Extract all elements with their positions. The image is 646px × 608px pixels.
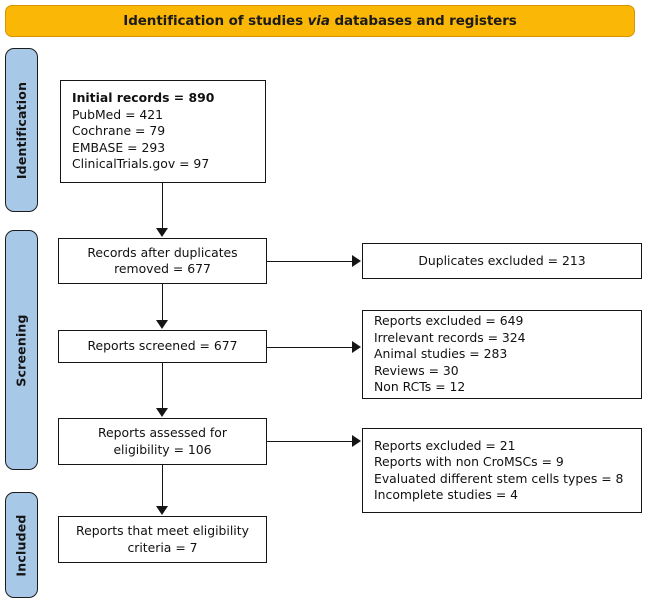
diagram-header-title: Identification of studies via databases … [123, 13, 517, 29]
arrowhead-right-icon [352, 435, 361, 447]
reports-assessed-line1: Reports assessed for [98, 425, 227, 440]
header-text-before: Identification of studies [123, 13, 308, 29]
box-reports-screened: Reports screened = 677 [58, 330, 267, 363]
header-text-after: databases and registers [329, 13, 517, 29]
records-after-duplicates-line1: Records after duplicates [87, 244, 238, 260]
initial-records-source-cochrane: Cochrane = 79 [72, 123, 166, 139]
arrowhead-down-icon [156, 408, 168, 417]
box-screening-exclusions: Reports excluded = 649 Irrelevant record… [362, 310, 642, 399]
arrowhead-right-icon [352, 341, 361, 353]
screening-excluded-reason-nonrcts: Non RCTs = 12 [374, 379, 466, 395]
connector-assessed-to-included [162, 465, 163, 508]
reports-screened-line1: Reports screened = 677 [87, 338, 238, 354]
eligibility-excluded-reason-cromscs: Reports with non CroMSCs = 9 [374, 454, 564, 469]
stage-label-identification: Identification [5, 48, 38, 212]
stage-label-screening: Screening [5, 230, 38, 470]
box-records-after-duplicates: Records after duplicates removed = 677 [58, 238, 267, 284]
duplicates-excluded-title: Duplicates excluded = 213 [418, 252, 586, 268]
arrowhead-right-icon [352, 255, 361, 267]
eligibility-excluded-reason-incomplete: Incomplete studies = 4 [374, 487, 519, 502]
screening-excluded-reason-irrelevant: Irrelevant records = 324 [374, 329, 526, 345]
box-reports-assessed-for-eligibility: Reports assessed for eligibility = 106 [58, 418, 267, 465]
eligibility-excluded-title: Reports excluded = 21 [374, 437, 516, 453]
diagram-header-banner: Identification of studies via databases … [5, 5, 635, 37]
box-eligibility-exclusions: Reports excluded = 21 Reports with non C… [362, 428, 642, 513]
arrowhead-down-icon [156, 506, 168, 515]
connector-dedup-to-duplicates-excluded [267, 261, 353, 262]
initial-records-source-pubmed: PubMed = 421 [72, 106, 164, 122]
stage-label-screening-text: Screening [14, 313, 29, 387]
box-duplicates-excluded: Duplicates excluded = 213 [362, 243, 642, 279]
reports-assessed-line2: eligibility = 106 [113, 441, 212, 457]
connector-screened-to-assessed [162, 363, 163, 409]
connector-dedup-to-screened [162, 284, 163, 322]
box-initial-records: Initial records = 890 PubMed = 421 Cochr… [60, 80, 266, 183]
box-reports-meeting-eligibility: Reports that meet eligibility criteria =… [58, 516, 267, 563]
stage-label-included-text: Included [14, 513, 29, 577]
screening-excluded-title: Reports excluded = 649 [374, 313, 524, 329]
initial-records-title: Initial records = 890 [72, 90, 215, 106]
connector-assessed-to-eligibility-exclusions [267, 441, 353, 442]
screening-excluded-reason-animal: Animal studies = 283 [374, 346, 508, 362]
reports-included-line1: Reports that meet eligibility [76, 523, 249, 538]
records-after-duplicates-line2: removed = 677 [114, 261, 211, 276]
stage-label-included: Included [5, 492, 38, 598]
initial-records-source-embase: EMBASE = 293 [72, 139, 166, 155]
screening-excluded-reason-reviews: Reviews = 30 [374, 362, 459, 378]
arrowhead-down-icon [156, 320, 168, 329]
arrowhead-down-icon [156, 228, 168, 237]
connector-initial-to-dedup [162, 183, 163, 230]
header-text-italic: via [307, 13, 330, 29]
eligibility-excluded-reason-stemcells: Evaluated different stem cells types = 8 [374, 470, 624, 486]
stage-label-identification-text: Identification [14, 81, 30, 179]
connector-screened-to-screening-exclusions [267, 347, 353, 348]
initial-records-source-clinicaltrials: ClinicalTrials.gov = 97 [72, 156, 210, 172]
reports-included-line2: criteria = 7 [127, 539, 198, 555]
